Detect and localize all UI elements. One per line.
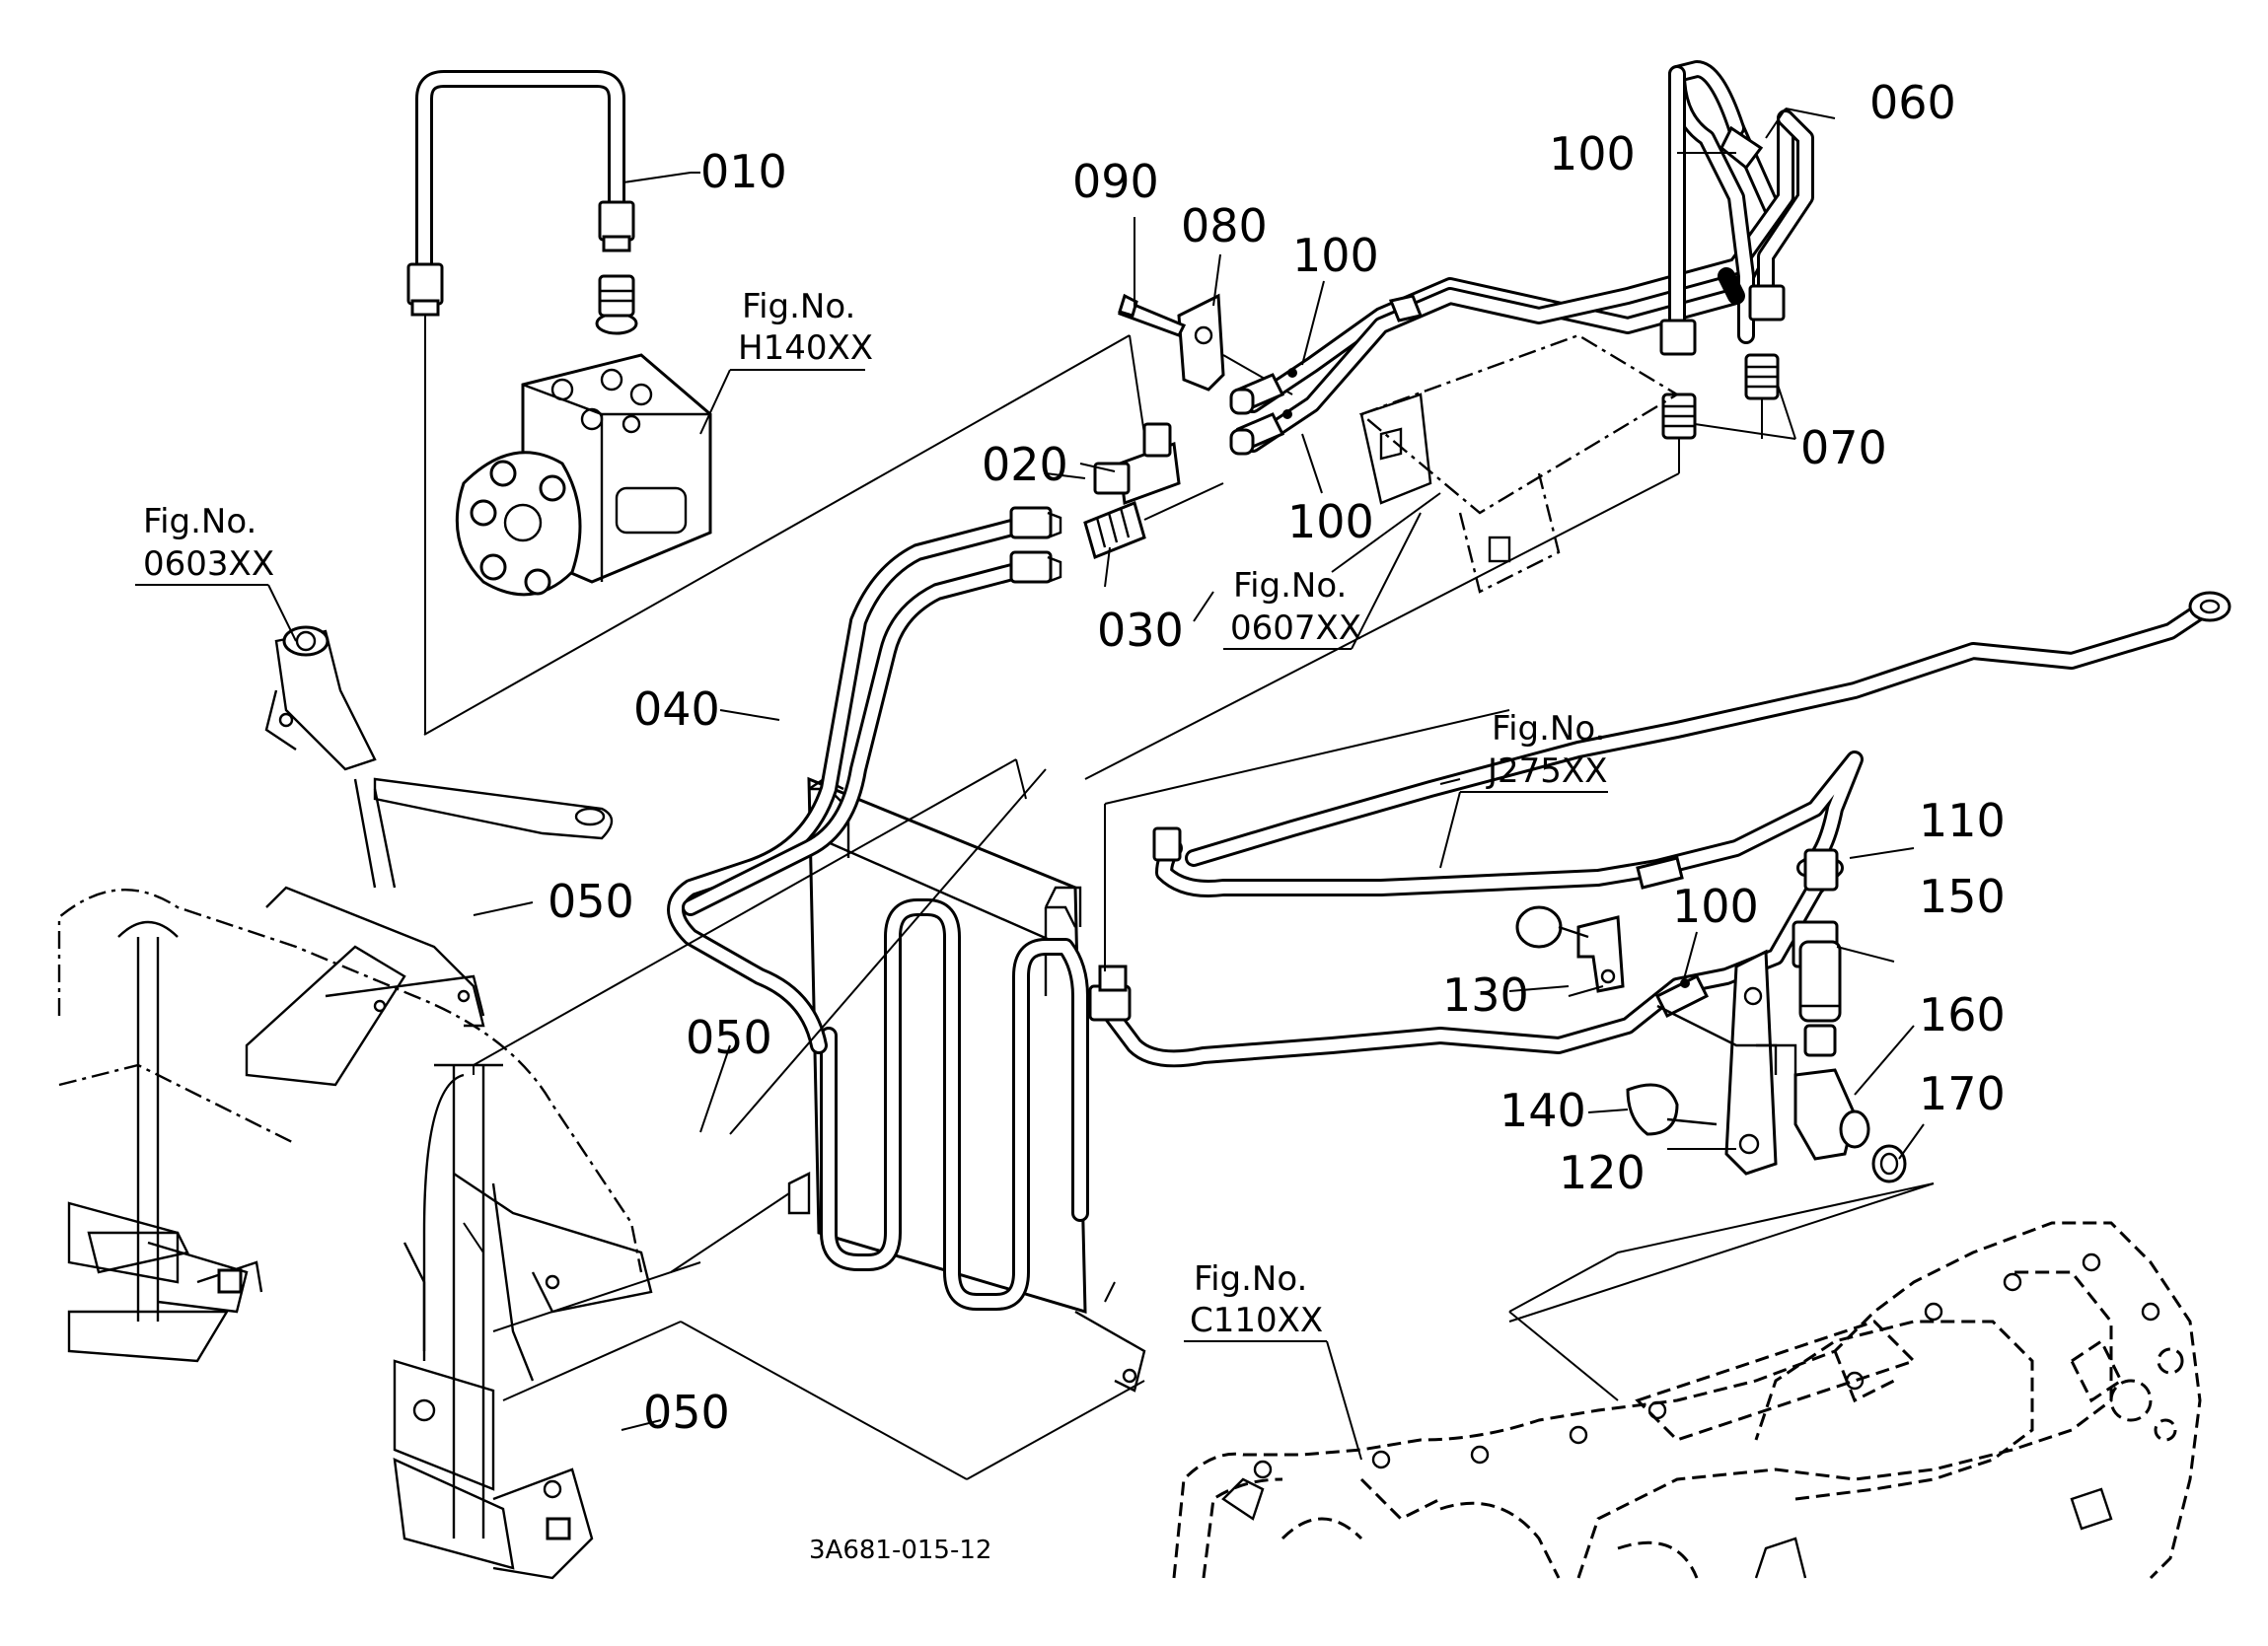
callout-090: 090 xyxy=(1072,155,1159,208)
drawing-code: 3A681-015-12 xyxy=(809,1536,991,1565)
adapters-070 xyxy=(1084,353,1780,780)
callout-130: 130 xyxy=(1442,968,1529,1022)
callout-100-upper: 100 xyxy=(1292,229,1379,282)
callout-140: 140 xyxy=(1500,1084,1586,1137)
fig-label-0603: Fig.No. xyxy=(143,502,256,541)
fig-label-h140: Fig.No. xyxy=(742,287,855,326)
callout-010: 010 xyxy=(700,145,787,198)
fittings-020-030 xyxy=(1045,422,1224,560)
fig-number-0603: 0603XX xyxy=(143,544,274,584)
callout-100-lower: 100 xyxy=(1672,880,1759,933)
fig-number-h140: H140XX xyxy=(738,328,873,368)
callout-060: 060 xyxy=(1869,76,1956,129)
callout-050-a: 050 xyxy=(548,875,634,928)
bracket-0607 xyxy=(1358,333,1680,594)
callout-050-b: 050 xyxy=(686,1011,772,1064)
transmission-case xyxy=(1172,1182,2202,1580)
callout-labels: 010 090 080 100 020 100 030 040 050 050 … xyxy=(548,76,2006,1439)
pipe-lower-right xyxy=(1088,591,2231,1068)
fig-number-c110: C110XX xyxy=(1190,1301,1323,1340)
callout-050-c: 050 xyxy=(643,1386,730,1439)
callout-160: 160 xyxy=(1919,988,2006,1041)
figure-ref-underlines xyxy=(135,369,1608,1342)
callout-020: 020 xyxy=(982,438,1068,491)
clamp-080-090 xyxy=(1118,293,1293,395)
figure-references: Fig.No. H140XX Fig.No. 0603XX Fig.No. 06… xyxy=(143,287,1608,1340)
callout-100-top: 100 xyxy=(1549,127,1636,180)
callout-150: 150 xyxy=(1919,870,2006,923)
callout-170: 170 xyxy=(1919,1067,2006,1120)
callout-070: 070 xyxy=(1800,421,1887,474)
brackets-120-130-140 xyxy=(1515,905,1907,1183)
callout-120: 120 xyxy=(1559,1146,1646,1199)
pipe-010 xyxy=(406,70,635,735)
callout-080: 080 xyxy=(1181,199,1268,252)
fig-label-c110: Fig.No. xyxy=(1194,1259,1307,1299)
assembly-lines xyxy=(423,334,1935,1480)
fig-label-j275: Fig.No. xyxy=(1492,709,1605,749)
left-frame-assembly xyxy=(57,889,653,1580)
fig-number-j275: J275XX xyxy=(1486,751,1608,791)
callout-leaders xyxy=(473,107,1925,1461)
callout-030: 030 xyxy=(1097,604,1184,657)
fig-label-0607: Fig.No. xyxy=(1233,566,1347,606)
callout-100-mid: 100 xyxy=(1287,495,1374,548)
pipe-040 xyxy=(667,506,1062,1054)
pedal-bracket xyxy=(245,625,614,1087)
oil-cooler xyxy=(787,776,1146,1393)
fig-number-0607: 0607XX xyxy=(1230,608,1361,648)
steering-valve xyxy=(455,274,712,597)
callout-110: 110 xyxy=(1919,794,2006,847)
callout-040: 040 xyxy=(633,682,720,736)
pipe-060 xyxy=(1229,60,1814,456)
